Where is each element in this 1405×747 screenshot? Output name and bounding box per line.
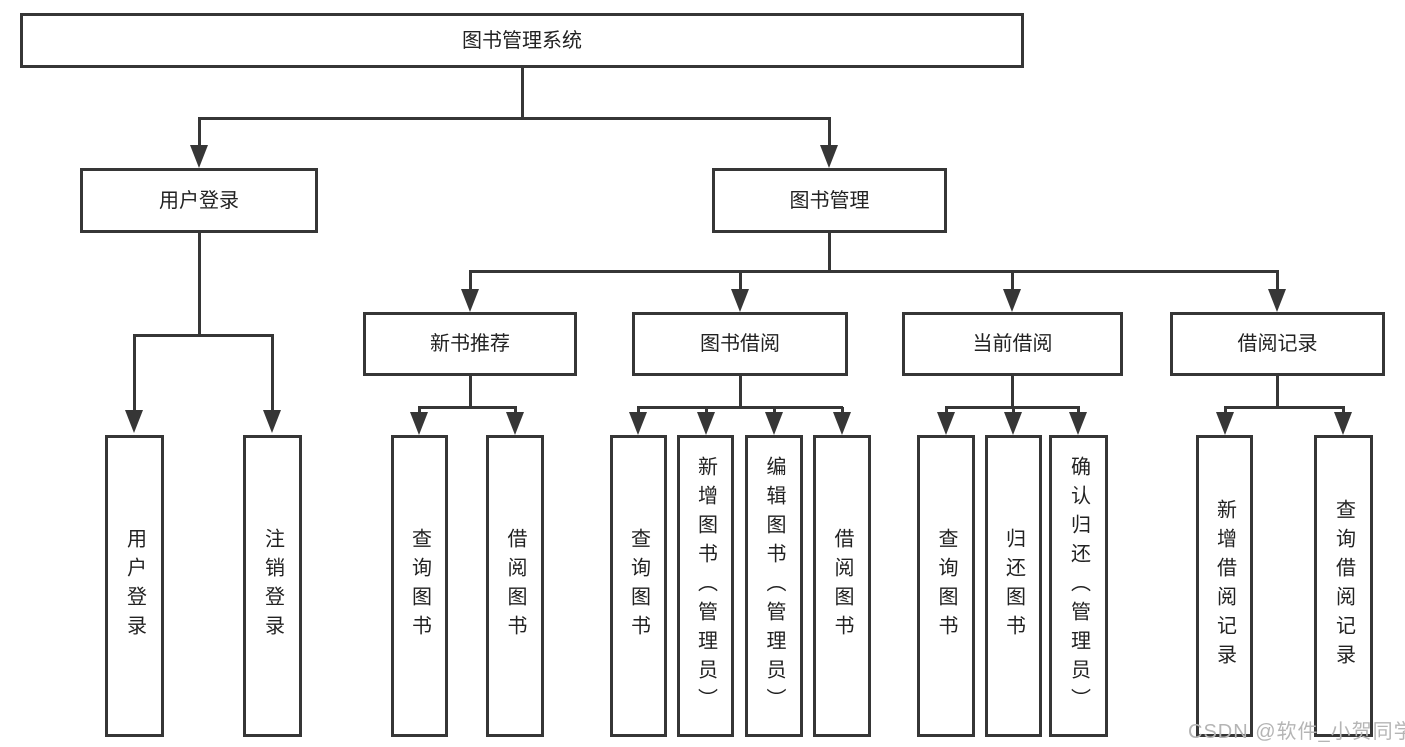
leaf-query-books-recommend: 查询图书 — [391, 435, 448, 737]
connector-line — [1011, 271, 1014, 291]
connector-line — [739, 271, 742, 291]
arrowhead-down — [506, 412, 524, 435]
connector-line — [1276, 271, 1279, 291]
connector-line — [739, 376, 742, 408]
arrowhead-down — [263, 410, 281, 433]
arrowhead-down — [125, 410, 143, 433]
connector-line — [828, 118, 831, 147]
leaf-confirm-return-admin: 确认归还（管理员） — [1049, 435, 1108, 737]
arrowhead-down — [833, 412, 851, 435]
connector-line — [271, 335, 274, 412]
node-new-book-recommend: 新书推荐 — [363, 312, 577, 376]
node-user-login: 用户登录 — [80, 168, 318, 233]
connector-line — [828, 233, 831, 273]
arrowhead-down — [937, 412, 955, 435]
arrowhead-down — [731, 289, 749, 312]
leaf-add-borrow-record: 新增借阅记录 — [1196, 435, 1253, 737]
connector-line — [1011, 376, 1014, 408]
connector-line — [133, 335, 136, 412]
connector-line — [637, 407, 640, 414]
leaf-query-books-borrow: 查询图书 — [610, 435, 667, 737]
connector-line — [1342, 407, 1345, 414]
arrowhead-down — [1334, 412, 1352, 435]
connector-line — [198, 233, 201, 337]
connector-line — [469, 270, 1279, 273]
node-root: 图书管理系统 — [20, 13, 1024, 68]
connector-line — [133, 334, 274, 337]
connector-line — [841, 407, 844, 414]
arrowhead-down — [765, 412, 783, 435]
leaf-query-books-current: 查询图书 — [917, 435, 975, 737]
connector-line — [514, 407, 517, 414]
arrowhead-down — [1069, 412, 1087, 435]
arrowhead-down — [629, 412, 647, 435]
leaf-query-borrow-record: 查询借阅记录 — [1314, 435, 1373, 737]
connector-line — [705, 407, 708, 414]
node-borrow-records: 借阅记录 — [1170, 312, 1385, 376]
arrowhead-down — [190, 145, 208, 168]
node-book-management: 图书管理 — [712, 168, 947, 233]
connector-line — [521, 68, 524, 119]
arrowhead-down — [1004, 412, 1022, 435]
leaf-user-login: 用户登录 — [105, 435, 164, 737]
leaf-borrow-books-recommend: 借阅图书 — [486, 435, 544, 737]
connector-line — [637, 406, 843, 409]
connector-line — [198, 117, 831, 120]
connector-line — [418, 407, 421, 414]
arrowhead-down — [1003, 289, 1021, 312]
connector-line — [1012, 407, 1015, 414]
arrowhead-down — [1216, 412, 1234, 435]
connector-line — [198, 118, 201, 147]
node-current-borrow: 当前借阅 — [902, 312, 1123, 376]
connector-line — [469, 376, 472, 408]
connector-line — [773, 407, 776, 414]
connector-line — [1077, 407, 1080, 414]
leaf-edit-book-admin: 编辑图书（管理员） — [745, 435, 803, 737]
leaf-borrow-books: 借阅图书 — [813, 435, 871, 737]
watermark: CSDN @软件_小贺同学 — [1188, 721, 1405, 743]
leaf-add-book-admin: 新增图书（管理员） — [677, 435, 734, 737]
leaf-logout: 注销登录 — [243, 435, 302, 737]
arrowhead-down — [461, 289, 479, 312]
arrowhead-down — [1268, 289, 1286, 312]
arrowhead-down — [410, 412, 428, 435]
connector-line — [1276, 376, 1279, 408]
node-book-borrow: 图书借阅 — [632, 312, 848, 376]
connector-line — [1224, 407, 1227, 414]
arrowhead-down — [820, 145, 838, 168]
arrowhead-down — [697, 412, 715, 435]
connector-line — [1224, 406, 1345, 409]
connector-line — [418, 406, 517, 409]
leaf-return-book: 归还图书 — [985, 435, 1042, 737]
connector-line — [469, 271, 472, 291]
connector-line — [945, 407, 948, 414]
